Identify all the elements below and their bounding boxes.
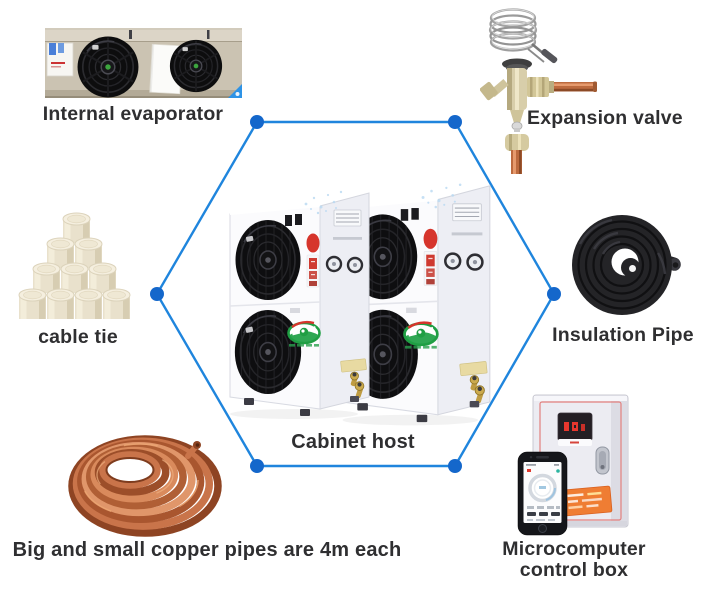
cable-tie-label: cable tie — [38, 326, 118, 348]
cable-tie-pyramid — [18, 212, 131, 320]
control-box-label-line1: Microcomputer — [502, 538, 646, 560]
internal-evaporator-label: Internal evaporator — [42, 103, 224, 125]
pipe-end-stub — [185, 441, 201, 459]
orange-sticker — [561, 485, 613, 517]
temperature-display — [564, 422, 585, 431]
door-handle — [595, 446, 610, 475]
control-box-label: Microcomputer control box — [502, 538, 646, 582]
internal-evaporator-illustration — [45, 28, 242, 99]
fan-icon — [76, 35, 140, 99]
copper-coil — [68, 435, 222, 537]
internal-evaporator-item: Internal evaporator — [40, 26, 245, 125]
cable-tie-illustration — [18, 212, 131, 320]
control-box-cabinet — [532, 394, 629, 528]
copper-pipes-illustration — [68, 435, 222, 537]
insulation-pipe-label: Insulation Pipe — [552, 324, 694, 346]
control-box-item: Microcomputer control box — [502, 385, 646, 581]
electrical-box — [46, 42, 74, 77]
app-screen — [526, 464, 560, 521]
control-box-label-line2: control box — [519, 559, 629, 582]
copper-pipes-of-valve — [511, 81, 597, 174]
expansion-valve-illustration — [480, 8, 597, 174]
ceiling-line — [45, 28, 242, 31]
smartphone — [517, 451, 568, 536]
thermal-bulb — [527, 43, 558, 64]
insulation-pipe-item: Insulation Pipe — [552, 212, 694, 346]
capillary-coil — [488, 8, 538, 52]
expansion-valve-item: Expansion valve — [480, 2, 683, 174]
condensing-unit-front — [230, 191, 369, 419]
cabinet-host-illustration — [222, 180, 495, 432]
blue-corner-badge — [228, 84, 242, 98]
control-box-illustration — [517, 394, 629, 536]
cabinet-host-label: Cabinet host — [291, 431, 415, 453]
hexagon-vertex-dots — [150, 115, 561, 473]
insulation-coil — [572, 215, 681, 315]
expansion-valve-label: Expansion valve — [527, 107, 683, 129]
cable-tie-item: cable tie — [16, 205, 140, 348]
copper-pipes-item: Big and small copper pipes are 4m each — [13, 432, 401, 561]
copper-pipes-label: Big and small copper pipes are 4m each — [12, 539, 402, 561]
cabinet-host-item: Cabinet host — [222, 180, 495, 453]
insulation-pipe-illustration — [572, 215, 681, 315]
fan-icon — [168, 38, 224, 93]
valve-body — [480, 58, 554, 151]
